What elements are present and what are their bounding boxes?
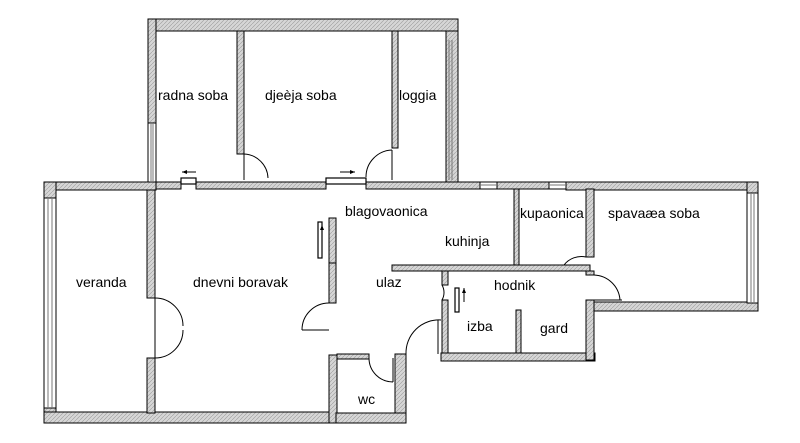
wall: [585, 270, 595, 276]
label-kuhinja: kuhinja: [445, 233, 490, 249]
wall: [515, 309, 522, 354]
label-dnevni-boravak: dnevni boravak: [193, 274, 289, 290]
label-loggia: loggia: [399, 87, 437, 103]
label-djecja-soba: djeèja soba: [265, 87, 337, 103]
wall: [195, 181, 327, 190]
room-labels: radna soba djeèja soba loggia veranda dn…: [76, 87, 700, 407]
wall: [155, 181, 182, 190]
wall: [441, 270, 449, 286]
label-ulaz: ulaz: [376, 274, 402, 290]
wall: [440, 352, 596, 362]
label-blagovaonica: blagovaonica: [345, 203, 428, 219]
label-gard: gard: [540, 320, 568, 336]
wall: [328, 262, 337, 304]
wall: [391, 264, 591, 272]
wall: [585, 299, 595, 361]
wall: [236, 30, 245, 155]
label-wc: wc: [357, 391, 375, 407]
wall: [585, 188, 595, 258]
label-kupaonica: kupaonica: [520, 205, 584, 221]
wall: [513, 188, 520, 266]
wall: [565, 181, 759, 191]
wall: [146, 357, 156, 414]
windows: [43, 40, 759, 409]
wall: [365, 181, 481, 190]
label-izba: izba: [467, 318, 493, 334]
doors: [154, 149, 622, 383]
wall: [328, 217, 337, 264]
wall: [441, 299, 449, 356]
wall: [147, 18, 157, 124]
wall: [391, 30, 399, 149]
wall: [496, 181, 550, 190]
walls: [43, 18, 759, 424]
label-radna-soba: radna soba: [158, 87, 228, 103]
wall: [593, 301, 759, 312]
label-veranda: veranda: [76, 274, 127, 290]
wall: [43, 411, 337, 424]
label-spavaca-soba: spavaæa soba: [608, 205, 700, 221]
wall: [335, 412, 407, 424]
label-hodnik: hodnik: [494, 277, 536, 293]
wall: [43, 181, 157, 191]
wall: [336, 353, 370, 360]
wall: [146, 189, 156, 299]
wall: [328, 354, 338, 424]
wall: [147, 18, 459, 32]
